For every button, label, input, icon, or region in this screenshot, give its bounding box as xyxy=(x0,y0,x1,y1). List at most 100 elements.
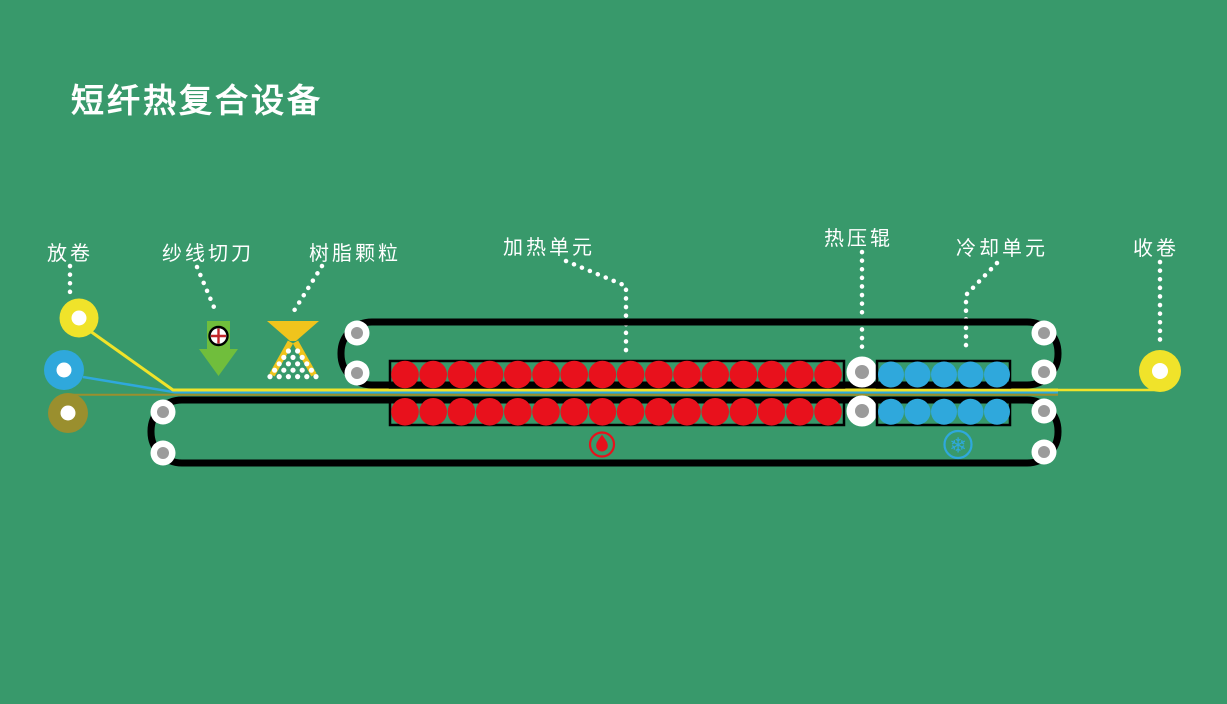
cooling-element-circle xyxy=(931,361,957,388)
resin-particle-dot xyxy=(304,374,310,380)
resin-particle-dot xyxy=(308,367,314,373)
unwind-roll-yellow xyxy=(59,298,99,338)
leader-yarn-cutter xyxy=(194,264,219,315)
upper-belt xyxy=(337,318,1062,389)
heating-element-circle xyxy=(786,360,814,389)
heating-element-circle xyxy=(701,360,729,389)
resin-hopper xyxy=(267,321,319,380)
snowflake-glyph: ❄ xyxy=(949,434,967,458)
heating-element-circle xyxy=(616,398,645,426)
heating-unit xyxy=(388,359,846,427)
cooling-element-circle xyxy=(957,361,984,388)
heating-element-circle xyxy=(532,360,560,389)
resin-particle-dot xyxy=(295,374,301,380)
hot-press-roller-top xyxy=(846,356,878,388)
snowflake-icon: ❄ xyxy=(943,429,973,460)
resin-particle-dot xyxy=(304,361,310,367)
cutter-blade-icon xyxy=(208,325,229,347)
unwind-roll-olive xyxy=(48,393,88,433)
leader-lines xyxy=(67,249,1163,355)
resin-particle-dot xyxy=(290,367,296,373)
belt-roller xyxy=(344,320,1057,386)
resin-particle-dot xyxy=(281,367,287,373)
web-lines xyxy=(68,329,1160,396)
cooling-element-circle xyxy=(931,398,957,425)
label-unwind: 放卷 xyxy=(47,243,93,265)
cooling-unit xyxy=(875,359,1012,427)
heating-element-circle xyxy=(588,398,617,426)
cooling-element-circle xyxy=(878,398,904,425)
label-cooling-unit: 冷却单元 xyxy=(956,238,1048,260)
heating-element-circle xyxy=(447,360,476,389)
heating-element-circle xyxy=(419,398,448,426)
resin-particle-dot xyxy=(285,374,291,380)
heating-element-circle xyxy=(391,398,419,426)
web-line-blue xyxy=(82,375,1058,394)
leader-cooling xyxy=(963,260,1000,355)
cooling-unit-bottom-row xyxy=(878,398,1010,425)
heating-element-circle xyxy=(673,398,701,426)
cooling-element-circle xyxy=(878,361,904,388)
resin-particles-dots xyxy=(267,348,319,380)
cooling-element-circle xyxy=(957,398,984,425)
heating-element-circle xyxy=(757,398,786,426)
resin-particle-dot xyxy=(295,348,301,354)
resin-particle-dot xyxy=(272,367,278,373)
label-yarn-cutter: 纱线切刀 xyxy=(162,243,254,265)
resin-particle-dot xyxy=(267,374,273,380)
heating-element-circle xyxy=(786,398,814,426)
cooling-element-circle xyxy=(904,398,931,425)
hot-press-roller-bottom xyxy=(846,395,878,427)
resin-particle-dot xyxy=(290,354,296,360)
rewind-roll xyxy=(1139,350,1181,392)
heating-element-circle xyxy=(616,360,645,389)
cooling-element-circle xyxy=(904,361,931,388)
page-title: 短纤热复合设备 xyxy=(71,82,323,119)
web-line-yellow xyxy=(89,329,1058,392)
label-hot-press-roller: 热压辊 xyxy=(824,228,893,250)
heating-element-circle xyxy=(673,360,701,389)
heating-element-circle xyxy=(729,398,758,426)
heating-element-circle xyxy=(729,360,758,389)
label-rewind: 收卷 xyxy=(1133,238,1179,260)
heating-element-circle xyxy=(447,398,476,426)
resin-particle-dot xyxy=(285,361,291,367)
heating-element-circle xyxy=(475,360,504,389)
resin-particle-dot xyxy=(313,374,319,380)
unwind-roll-blue xyxy=(44,350,84,390)
resin-particle-dot xyxy=(285,348,291,354)
heating-element-circle xyxy=(419,360,448,389)
leader-heating xyxy=(563,258,629,355)
resin-particle-dot xyxy=(281,354,287,360)
yarn-cutter-arrow xyxy=(199,321,238,376)
label-heating-unit: 加热单元 xyxy=(503,237,595,259)
heating-unit-top-row xyxy=(391,360,842,389)
cooling-unit-top-row xyxy=(878,361,1010,388)
resin-particle-dot xyxy=(295,361,301,367)
resin-particle-dot xyxy=(299,354,305,360)
heating-element-circle xyxy=(814,398,842,426)
heating-element-circle xyxy=(475,398,504,426)
heating-element-circle xyxy=(391,360,419,389)
leader-resin xyxy=(289,263,325,317)
heating-element-circle xyxy=(532,398,560,426)
resin-particle-dot xyxy=(276,361,282,367)
cooling-element-circle xyxy=(984,361,1010,388)
belt-roller xyxy=(150,398,1057,466)
heating-element-circle xyxy=(588,360,617,389)
heating-element-circle xyxy=(560,360,588,389)
resin-particle-dot xyxy=(276,374,282,380)
label-resin-particles: 树脂颗粒 xyxy=(309,243,401,265)
heating-element-circle xyxy=(701,398,729,426)
heating-element-circle xyxy=(504,398,532,426)
heating-unit-bottom-row xyxy=(391,398,842,426)
flame-icon xyxy=(588,431,616,458)
cooling-element-circle xyxy=(984,398,1010,425)
heating-element-circle xyxy=(645,360,673,389)
heating-element-circle xyxy=(645,398,673,426)
heating-element-circle xyxy=(814,360,842,389)
heating-element-circle xyxy=(560,398,588,426)
heating-element-circle xyxy=(757,360,786,389)
